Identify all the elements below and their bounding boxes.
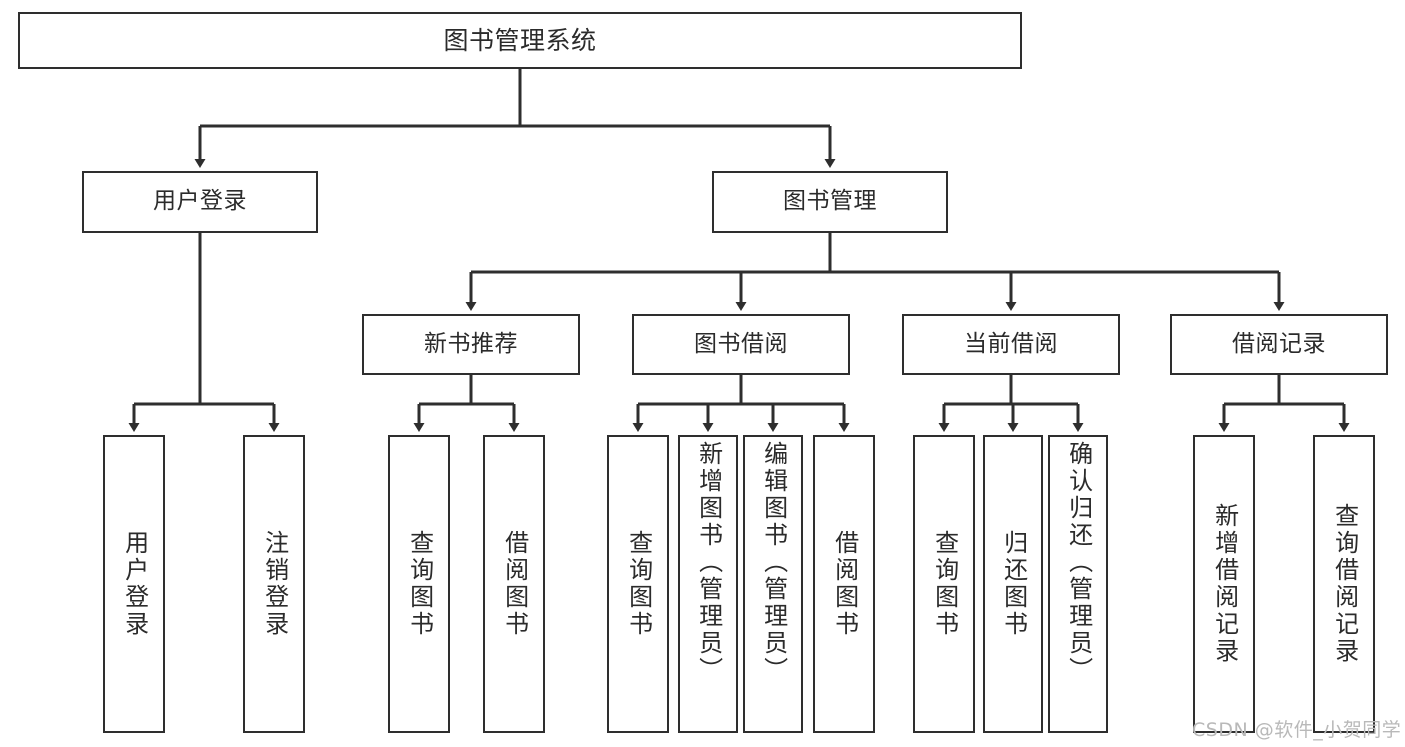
node-leaf-borrow-book-2: 借阅图书 — [813, 435, 875, 733]
node-leaf-logout-login-label: 注销登录 — [260, 530, 289, 638]
node-leaf-return-book-label: 归还图书 — [999, 530, 1028, 638]
node-leaf-add-book-admin-label: 新增图书（管理员） — [694, 441, 723, 684]
csdn-watermark: CSDN @软件_小贺同学 — [1192, 719, 1402, 741]
node-leaf-add-borrow-record-label: 新增借阅记录 — [1210, 503, 1239, 665]
node-user-login: 用户登录 — [82, 171, 318, 233]
node-new-book-recommend: 新书推荐 — [362, 314, 580, 375]
node-leaf-edit-book-admin: 编辑图书（管理员） — [743, 435, 803, 733]
node-leaf-user-login: 用户登录 — [103, 435, 165, 733]
node-leaf-edit-book-admin-label: 编辑图书（管理员） — [759, 441, 788, 684]
node-leaf-confirm-return: 确认归还（管理员） — [1048, 435, 1108, 733]
node-new-book-recommend-label: 新书推荐 — [424, 330, 518, 357]
node-root-label: 图书管理系统 — [443, 25, 597, 55]
node-book-manage-label: 图书管理 — [783, 188, 877, 215]
node-book-manage: 图书管理 — [712, 171, 948, 233]
node-leaf-add-book-admin: 新增图书（管理员） — [678, 435, 738, 733]
node-book-borrow: 图书借阅 — [632, 314, 850, 375]
node-leaf-add-borrow-record: 新增借阅记录 — [1193, 435, 1255, 733]
node-leaf-confirm-return-label: 确认归还（管理员） — [1064, 441, 1093, 684]
node-leaf-borrow-book-2-label: 借阅图书 — [830, 530, 859, 638]
node-current-borrow: 当前借阅 — [902, 314, 1120, 375]
node-root: 图书管理系统 — [18, 12, 1022, 69]
node-leaf-query-book-3-label: 查询图书 — [930, 530, 959, 638]
node-leaf-user-login-label: 用户登录 — [120, 530, 149, 638]
node-borrow-record: 借阅记录 — [1170, 314, 1388, 375]
node-leaf-query-book-3: 查询图书 — [913, 435, 975, 733]
node-leaf-borrow-book-1: 借阅图书 — [483, 435, 545, 733]
node-leaf-borrow-book-1-label: 借阅图书 — [500, 530, 529, 638]
node-leaf-query-book-2-label: 查询图书 — [624, 530, 653, 638]
node-leaf-logout-login: 注销登录 — [243, 435, 305, 733]
node-leaf-query-book-1: 查询图书 — [388, 435, 450, 733]
node-leaf-query-borrow-record-label: 查询借阅记录 — [1330, 503, 1359, 665]
node-borrow-record-label: 借阅记录 — [1232, 330, 1326, 357]
node-leaf-query-book-2: 查询图书 — [607, 435, 669, 733]
node-book-borrow-label: 图书借阅 — [694, 330, 788, 357]
node-current-borrow-label: 当前借阅 — [964, 330, 1058, 357]
node-user-login-label: 用户登录 — [153, 188, 247, 215]
node-leaf-return-book: 归还图书 — [983, 435, 1043, 733]
node-leaf-query-book-1-label: 查询图书 — [405, 530, 434, 638]
node-leaf-query-borrow-record: 查询借阅记录 — [1313, 435, 1375, 733]
